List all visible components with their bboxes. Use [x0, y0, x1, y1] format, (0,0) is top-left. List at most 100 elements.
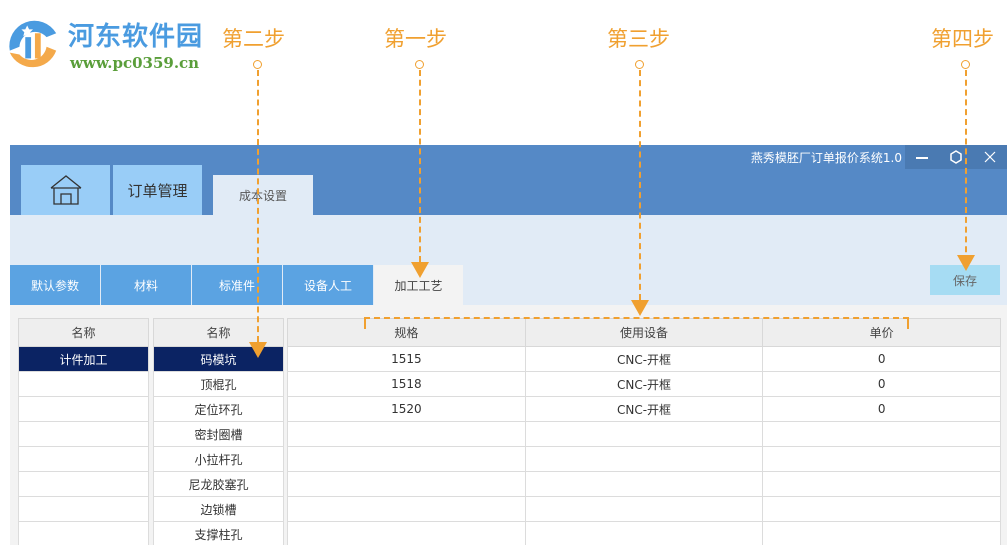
equipment-cell[interactable]: [524, 471, 764, 497]
process-grid: 名称 码模坑 顶棍孔 定位环孔 密封圈槽 小拉杆孔 尼龙胶塞孔 边锁槽 支撑柱孔: [153, 318, 284, 545]
table-row[interactable]: 顶棍孔: [153, 371, 284, 397]
spec-cell[interactable]: [287, 496, 526, 522]
close-button[interactable]: [973, 145, 1007, 169]
category-cell[interactable]: [18, 396, 149, 422]
process-cell[interactable]: 边锁槽: [153, 496, 284, 522]
step3-arrowhead-icon: [631, 300, 649, 316]
process-cell[interactable]: 顶棍孔: [153, 371, 284, 397]
subtab-bar: 默认参数 材料 标准件 设备人工 加工工艺: [10, 265, 464, 305]
step3-bracket-right: [907, 317, 909, 329]
watermark-title: 河东软件园: [68, 22, 204, 52]
unit-price-cell[interactable]: 0: [762, 346, 1001, 372]
equipment-cell[interactable]: CNC-开框: [524, 371, 764, 397]
tab-order-management[interactable]: 订单管理: [113, 165, 202, 215]
spec-header: 规格: [287, 318, 526, 347]
process-cell[interactable]: 尼龙胶塞孔: [153, 471, 284, 497]
table-row[interactable]: [18, 446, 149, 472]
step4-arrowhead-icon: [957, 255, 975, 271]
table-row[interactable]: 支撑柱孔: [153, 521, 284, 545]
settings-button[interactable]: [939, 145, 973, 169]
unit-price-cell[interactable]: [762, 496, 1001, 522]
spec-cell[interactable]: 1520: [287, 396, 526, 422]
table-row[interactable]: [18, 421, 149, 447]
process-cell[interactable]: 小拉杆孔: [153, 446, 284, 472]
table-row[interactable]: [18, 521, 149, 545]
spec-cell[interactable]: [287, 521, 526, 545]
subtab-default-params[interactable]: 默认参数: [10, 265, 101, 305]
step3-bracket-left: [364, 317, 366, 329]
step2-dot: [253, 60, 262, 69]
spec-cell[interactable]: 1515: [287, 346, 526, 372]
process-cell[interactable]: 定位环孔: [153, 396, 284, 422]
unit-price-cell[interactable]: [762, 446, 1001, 472]
table-row[interactable]: [18, 396, 149, 422]
category-cell[interactable]: [18, 496, 149, 522]
unit-price-cell[interactable]: 0: [762, 371, 1001, 397]
home-button[interactable]: [21, 165, 110, 215]
minimize-icon: [916, 157, 928, 159]
equipment-cell[interactable]: [524, 496, 764, 522]
table-row[interactable]: 计件加工: [18, 346, 149, 372]
subtab-materials[interactable]: 材料: [101, 265, 192, 305]
tab-cost-settings[interactable]: 成本设置: [213, 175, 313, 215]
step4-label: 第四步: [931, 27, 994, 51]
category-grid: 名称 计件加工: [18, 318, 149, 545]
category-cell[interactable]: 计件加工: [18, 346, 149, 372]
table-row[interactable]: [287, 496, 1001, 522]
table-row[interactable]: 定位环孔: [153, 396, 284, 422]
process-cell[interactable]: 密封圈槽: [153, 421, 284, 447]
process-cell[interactable]: 支撑柱孔: [153, 521, 284, 545]
spec-cell[interactable]: [287, 471, 526, 497]
unit-price-cell[interactable]: [762, 521, 1001, 545]
unit-price-cell[interactable]: 0: [762, 396, 1001, 422]
category-cell[interactable]: [18, 471, 149, 497]
table-row[interactable]: [18, 471, 149, 497]
equipment-cell[interactable]: CNC-开框: [524, 346, 764, 372]
sub-toolbar: 默认参数 材料 标准件 设备人工 加工工艺 保存: [10, 215, 1007, 305]
table-row[interactable]: 边锁槽: [153, 496, 284, 522]
table-row[interactable]: [287, 471, 1001, 497]
table-row[interactable]: [287, 446, 1001, 472]
step3-dot: [635, 60, 644, 69]
category-cell[interactable]: [18, 521, 149, 545]
table-row[interactable]: 尼龙胶塞孔: [153, 471, 284, 497]
table-row[interactable]: 小拉杆孔: [153, 446, 284, 472]
equipment-cell[interactable]: [524, 421, 764, 447]
minimize-button[interactable]: [905, 145, 939, 169]
step3-label: 第三步: [607, 27, 670, 51]
spec-cell[interactable]: [287, 446, 526, 472]
category-cell[interactable]: [18, 371, 149, 397]
category-cell[interactable]: [18, 421, 149, 447]
table-row[interactable]: 密封圈槽: [153, 421, 284, 447]
content-area: 名称 计件加工 名称 码模坑 顶棍孔 定位环孔 密封圈槽 小拉杆孔 尼龙胶塞孔: [10, 305, 1007, 545]
window-controls: [905, 145, 1007, 169]
step3-bracket-line: [364, 317, 909, 319]
step1-arrow-line: [419, 70, 421, 262]
table-row[interactable]: [18, 371, 149, 397]
spec-cell[interactable]: [287, 421, 526, 447]
subtab-standard-parts[interactable]: 标准件: [192, 265, 283, 305]
step2-label: 第二步: [222, 27, 285, 51]
window-title: 燕秀模胚厂订单报价系统1.0: [750, 151, 902, 165]
spec-cell[interactable]: 1518: [287, 371, 526, 397]
close-icon: [984, 151, 996, 163]
unit-price-cell[interactable]: [762, 471, 1001, 497]
app-window: 燕秀模胚厂订单报价系统1.0 订单管理 成本设置: [10, 145, 1007, 545]
unit-price-cell[interactable]: [762, 421, 1001, 447]
table-row[interactable]: [287, 421, 1001, 447]
equipment-cell[interactable]: [524, 446, 764, 472]
category-cell[interactable]: [18, 446, 149, 472]
gear-icon: [950, 150, 962, 164]
home-icon: [50, 175, 81, 205]
step2-arrowhead-icon: [249, 342, 267, 358]
table-row[interactable]: [18, 496, 149, 522]
equipment-cell[interactable]: CNC-开框: [524, 396, 764, 422]
title-bar: 燕秀模胚厂订单报价系统1.0 订单管理 成本设置: [10, 145, 1007, 215]
subtab-equipment-labor[interactable]: 设备人工: [283, 265, 374, 305]
table-row[interactable]: [287, 521, 1001, 545]
equipment-cell[interactable]: [524, 521, 764, 545]
